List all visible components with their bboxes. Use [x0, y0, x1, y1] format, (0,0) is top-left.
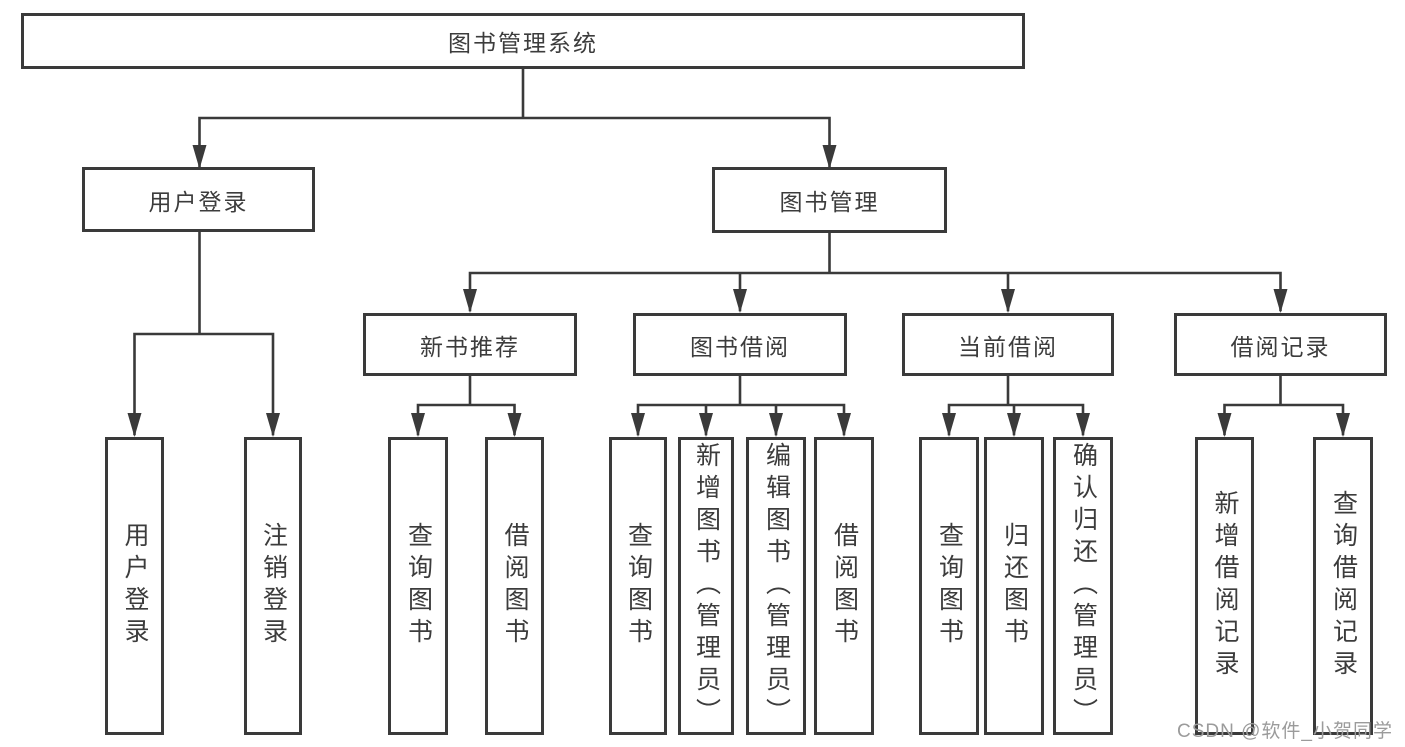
leaf-label: 确认归还（管理员） — [1069, 442, 1098, 730]
branch-label: 图书借阅 — [690, 333, 790, 360]
leaf-recommend-query-books: 查询图书 — [388, 437, 448, 735]
csdn-watermark: CSDN @软件_小贺同学 — [1177, 721, 1393, 742]
branch-user-login: 用户登录 — [82, 167, 315, 232]
leaf-borrow-add-books-admin: 新增图书（管理员） — [678, 437, 734, 735]
connector-lines — [133, 66, 1345, 436]
leaf-label: 编辑图书（管理员） — [762, 442, 791, 730]
leaf-label: 查询图书 — [404, 522, 433, 650]
leaf-label: 用户登录 — [121, 522, 149, 650]
leaf-records-add-record: 新增借阅记录 — [1195, 437, 1254, 735]
leaf-current-confirm-return-admin: 确认归还（管理员） — [1053, 437, 1113, 735]
leaf-label: 查询图书 — [935, 522, 964, 650]
leaf-label: 新增图书（管理员） — [692, 442, 721, 730]
branch-book-borrowing: 图书借阅 — [633, 313, 847, 376]
leaf-label: 查询图书 — [624, 522, 653, 650]
leaf-borrow-edit-books-admin: 编辑图书（管理员） — [746, 437, 806, 735]
leaf-label: 查询借阅记录 — [1329, 490, 1358, 682]
leaf-label: 注销登录 — [259, 522, 288, 650]
branch-label: 图书管理 — [779, 189, 880, 215]
leaf-label: 归还图书 — [1000, 522, 1029, 650]
leaf-label: 新增借阅记录 — [1211, 490, 1239, 682]
branch-label: 用户登录 — [148, 188, 249, 215]
leaf-records-query-record: 查询借阅记录 — [1313, 437, 1373, 735]
leaf-recommend-borrow-books: 借阅图书 — [485, 437, 544, 735]
leaf-borrow-query-books: 查询图书 — [609, 437, 667, 735]
leaf-label: 借阅图书 — [830, 522, 859, 650]
node-root-label: 图书管理系统 — [448, 30, 598, 56]
leaf-borrow-borrow-books: 借阅图书 — [814, 437, 874, 735]
branch-new-book-recommend: 新书推荐 — [363, 313, 577, 376]
leaf-label: 借阅图书 — [501, 522, 529, 650]
branch-label: 新书推荐 — [420, 333, 520, 360]
node-root: 图书管理系统 — [21, 13, 1025, 69]
branch-borrow-records: 借阅记录 — [1174, 313, 1387, 376]
branch-label: 借阅记录 — [1230, 333, 1331, 360]
leaf-user-login: 用户登录 — [105, 437, 164, 735]
leaf-current-return-books: 归还图书 — [984, 437, 1044, 735]
leaf-current-query-books: 查询图书 — [919, 437, 979, 735]
branch-book-management: 图书管理 — [712, 167, 947, 233]
branch-label: 当前借阅 — [958, 333, 1058, 360]
leaf-logout: 注销登录 — [244, 437, 302, 735]
branch-current-borrowing: 当前借阅 — [902, 313, 1114, 376]
arrowhead-icon — [127, 145, 1350, 437]
